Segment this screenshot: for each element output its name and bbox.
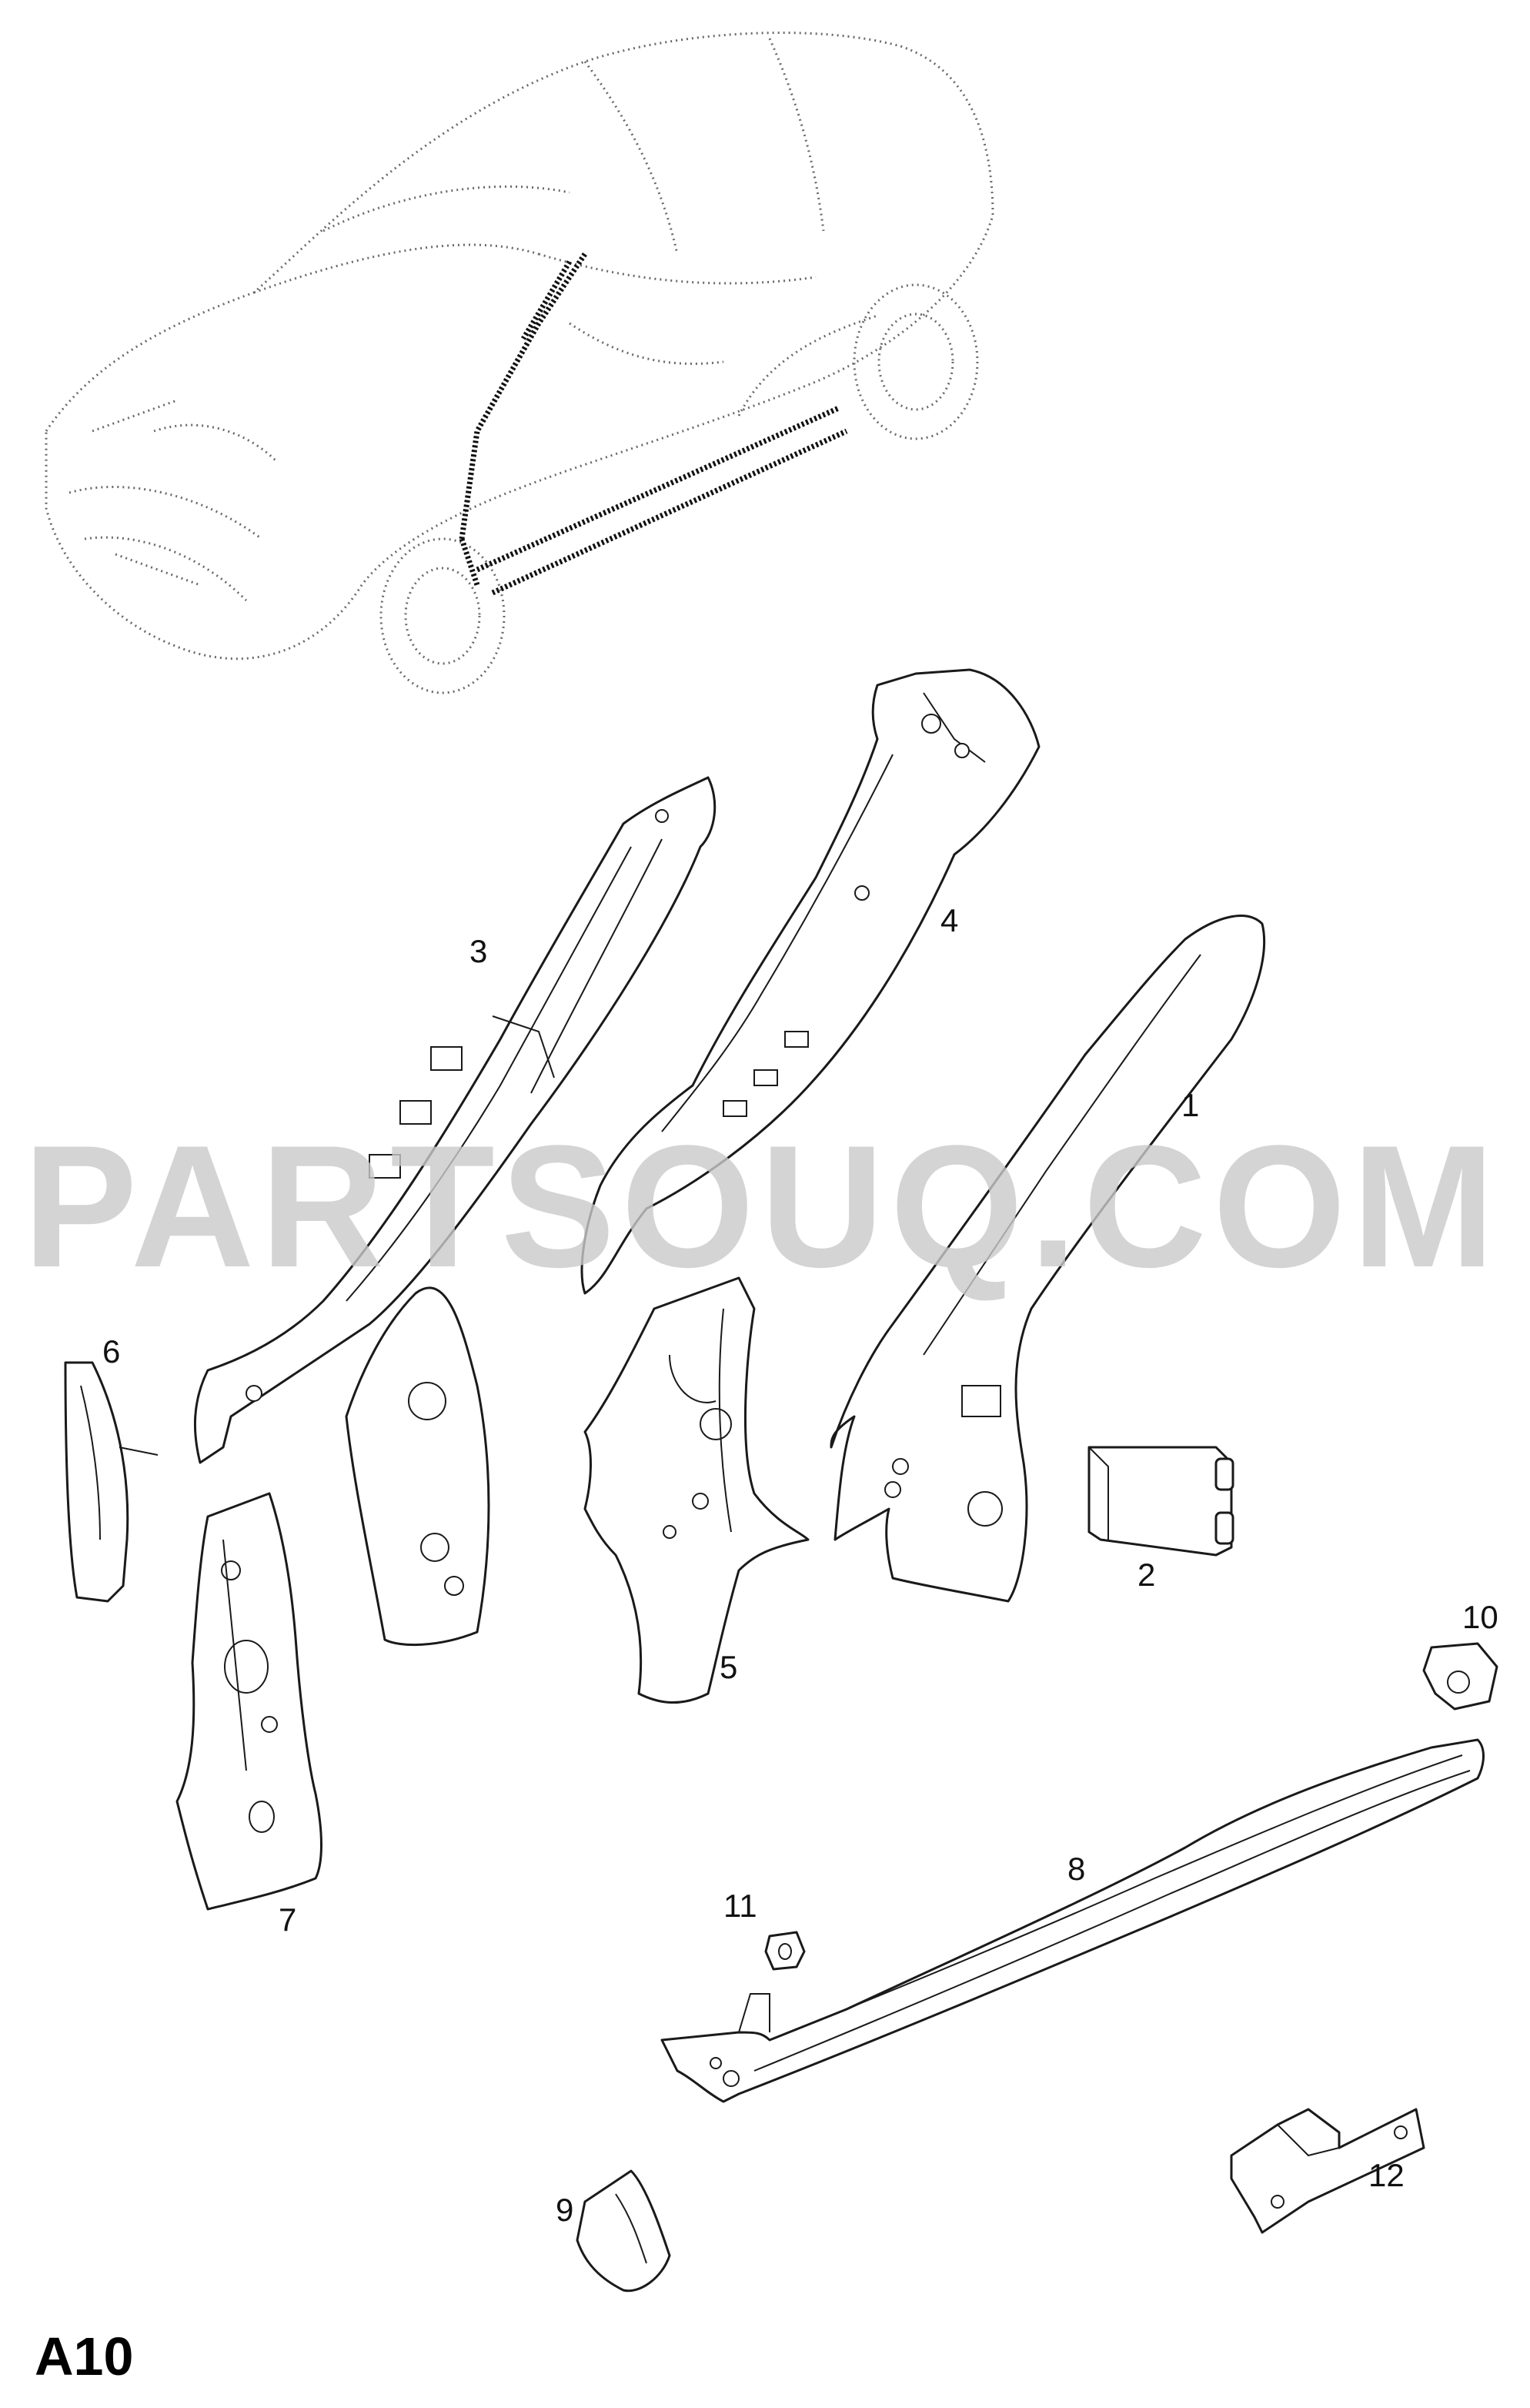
vehicle-overview: [45, 32, 994, 694]
callout-1: 1: [1181, 1087, 1199, 1123]
highlight-sill: [476, 405, 840, 573]
part-3-a-pillar-inner: [193, 776, 717, 1647]
callout-3: 3: [469, 933, 487, 969]
callout-9: 9: [556, 2192, 573, 2228]
callout-6: 6: [102, 1333, 120, 1370]
part-1-b-pillar: [830, 915, 1266, 1603]
callout-11: 11: [723, 1888, 757, 1924]
part-5-b-pillar-inner: [583, 1276, 810, 1704]
highlight-a-pillar: [459, 253, 587, 540]
callout-4: 4: [940, 902, 958, 938]
callout-10: 10: [1462, 1599, 1498, 1635]
callout-12: 12: [1368, 2157, 1405, 2193]
callout-7: 7: [279, 1901, 296, 1938]
part-7-reinforcement: [175, 1492, 322, 1911]
part-10-bracket: [1422, 1642, 1498, 1711]
part-8-sill-panel: [660, 1738, 1485, 2103]
part-4-pillar-upper: [580, 668, 1041, 1295]
part-6-bracket: [64, 1361, 159, 1603]
callout-5: 5: [720, 1649, 737, 1685]
part-12-sill-bracket: [1230, 2108, 1425, 2234]
callout-2: 2: [1137, 1557, 1155, 1593]
callout-8: 8: [1067, 1851, 1085, 1887]
page-code: A10: [35, 2326, 133, 2386]
part-9-end-cap: [576, 2169, 671, 2293]
callout-labels: 1 2 3 4 5 6 7 8 9 10 11 12: [102, 902, 1498, 2228]
watermark: PARTSOUQ.COM: [23, 1109, 1501, 1303]
part-2-hinge-bracket: [1087, 1446, 1234, 1557]
part-11-clip: [764, 1931, 806, 1971]
